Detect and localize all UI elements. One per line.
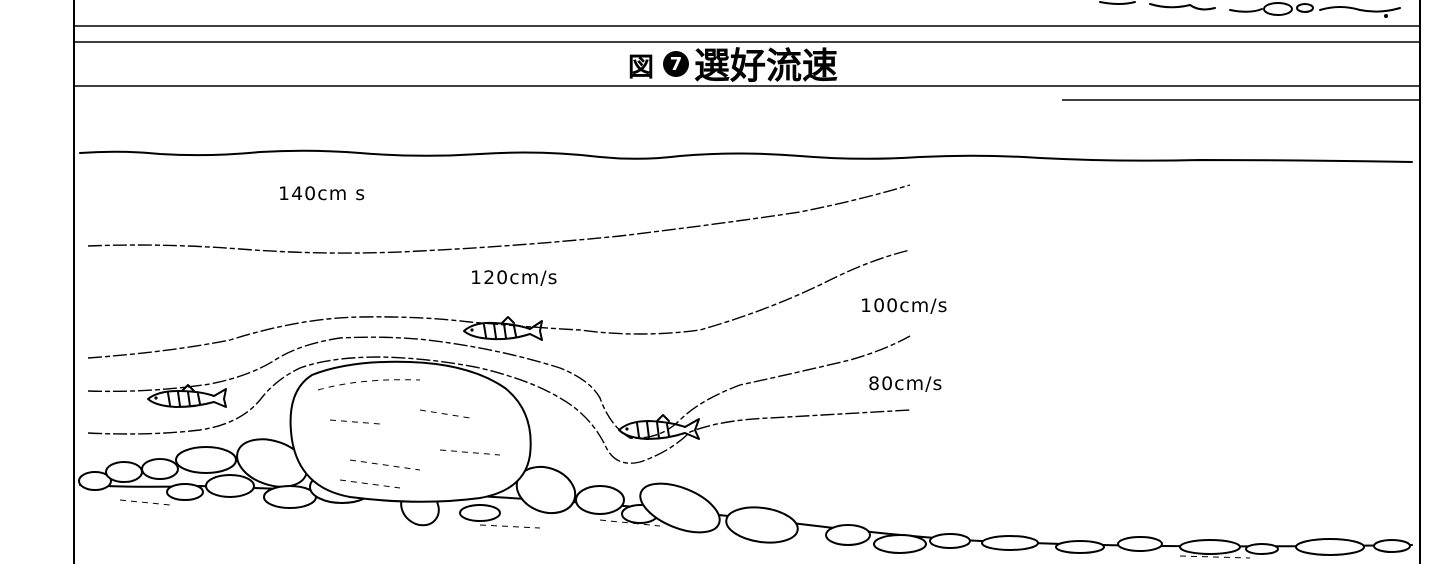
fish-icon-lower xyxy=(618,414,700,440)
title-prefix: 図 xyxy=(628,53,654,83)
label-140cm-s: 140cm s xyxy=(278,183,366,205)
contour-100 xyxy=(87,335,911,439)
fish-icon-upper xyxy=(463,316,543,341)
label-100cm-s: 100cm/s xyxy=(860,295,949,317)
water-surface-line xyxy=(79,149,1413,163)
title-text: 選好流速 xyxy=(694,46,838,87)
contour-80 xyxy=(87,356,911,464)
contour-140 xyxy=(87,184,911,254)
number-badge-icon xyxy=(663,51,689,77)
label-80cm-s: 80cm/s xyxy=(868,373,943,395)
fish-icon-left xyxy=(147,384,227,408)
figure-frame xyxy=(73,0,1421,564)
previous-figure-pebbles xyxy=(1099,1,1401,18)
title-number: 7 xyxy=(670,54,683,75)
velocity-labels: 140cm s 120cm/s 100cm/s 80cm/s xyxy=(278,183,949,395)
riverbed-stones xyxy=(78,438,1411,559)
figure-title: 図 7 選好流速 xyxy=(628,46,838,87)
large-boulder xyxy=(289,360,532,503)
label-120cm-s: 120cm/s xyxy=(470,267,559,289)
